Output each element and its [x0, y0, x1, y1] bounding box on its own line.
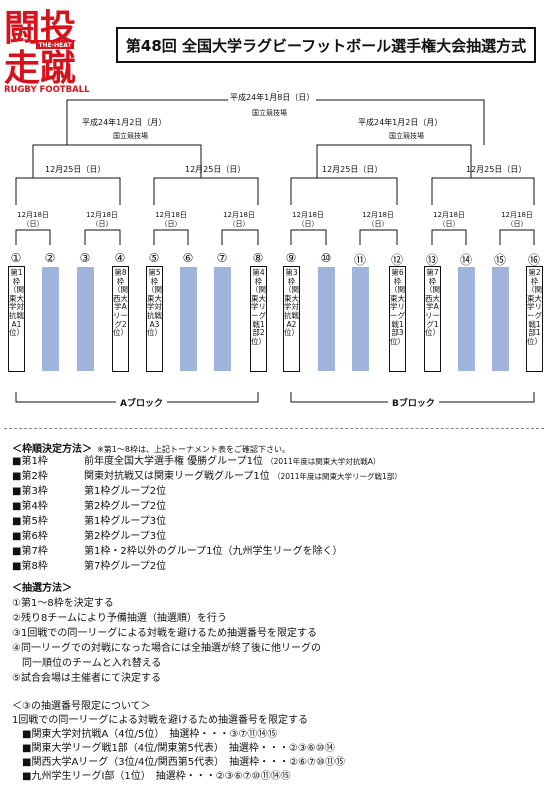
- limit-line: ■関東大学対抗戦A（4位/5位） 抽選枠・・・③⑦⑪⑭⑮: [22, 729, 278, 740]
- qf-date-4: 12月25日（日）: [466, 165, 527, 174]
- qf-date-2: 12月25日（日）: [185, 165, 246, 174]
- slot-number-13: ⑬: [425, 253, 438, 267]
- slot-box-13: 第7枠（関西大学Aリーグ1位）: [424, 266, 441, 372]
- r1-date-7: 12月18日（日）: [429, 211, 469, 229]
- waku-section: ＜枠順決定方法＞ ※第1～8枠は、上記トーナメント表をご確認下さい。 ■第1枠前…: [12, 440, 402, 574]
- waku-row: ■第1枠前年度全国大学選手権 優勝グループ1位 （2011年度は関東大学対抗戦A…: [12, 456, 381, 467]
- slot-text-5: 第5枠（関東大学対抗戦A3位）: [147, 268, 162, 338]
- slot-number-1: ①: [10, 251, 22, 265]
- r1-date-1: 12月18日（日）: [13, 211, 53, 229]
- slot-box-14: [458, 267, 475, 371]
- r1-date-6: 12月18日（日）: [358, 211, 398, 229]
- slot-box-11: [352, 267, 369, 371]
- logo-tag-text: THE-HEAT: [38, 42, 72, 49]
- waku-row: ■第5枠第1枠グループ3位: [12, 516, 167, 527]
- final-venue: 国立競技場: [252, 109, 287, 117]
- slot-number-2: ②: [44, 251, 56, 265]
- waku-note: ※第1～8枠は、上記トーナメント表をご確認下さい。: [97, 445, 290, 454]
- slot-box-15: [492, 267, 509, 371]
- method-line: ⑤試合会場は主催者にて決定する: [12, 673, 161, 684]
- page-title-text: 第48回 全国大学ラグビーフットボール選手権大会抽選方式: [125, 36, 527, 55]
- slot-number-3: ③: [79, 251, 91, 265]
- semi-date-b: 平成24年1月2日（月）: [358, 118, 443, 127]
- slot-box-9: 第3枠（関東大学対抗戦A2位）: [283, 266, 300, 372]
- method-line: ④同一リーグでの対戦になった場合には全抽選が終了後に他リーグの: [12, 643, 321, 654]
- limit-line: ■九州学生リーグⅠ部（1位） 抽選枠・・・②③⑥⑦⑩⑪⑭⑮: [22, 771, 291, 782]
- waku-heading: ＜枠順決定方法＞: [12, 444, 92, 455]
- method-line: 同一順位のチームと入れ替える: [12, 658, 162, 669]
- method-heading: ＜抽選方法＞: [12, 583, 72, 594]
- slot-text-4: 第8枠（関西大学Aリーグ2位）: [113, 268, 128, 338]
- slot-text-9: 第3枠（関東大学対抗戦A2位）: [284, 268, 299, 338]
- slot-number-8: ⑧: [252, 251, 264, 265]
- slot-box-3: [77, 267, 94, 371]
- qf-date-3: 12月25日（日）: [322, 165, 383, 174]
- page-title: 第48回 全国大学ラグビーフットボール選手権大会抽選方式: [116, 27, 536, 63]
- slot-text-1: 第1枠（関東大学対抗戦A1位）: [9, 268, 24, 338]
- limit-line: ■関西大学Aリーグ（3位/4位/関西第5代表） 抽選枠・・・②⑥⑦⑩⑪⑮: [22, 757, 345, 768]
- slot-number-4: ④: [114, 251, 126, 265]
- slot-box-5: 第5枠（関東大学対抗戦A3位）: [146, 266, 163, 372]
- slot-box-6: [180, 267, 197, 371]
- slot-number-16: ⑯: [527, 253, 540, 267]
- waku-row: ■第7枠第1枠・2枠以外のグループ1位（九州学生リーグを除く）: [12, 546, 343, 557]
- slot-box-12: 第6枠（関東大学リーグ戦1部3位）: [389, 266, 406, 372]
- logo-tag-box: [36, 40, 74, 49]
- logo-bottom-text: 走蹴: [4, 48, 76, 89]
- block-label-b: Bブロック: [388, 396, 439, 409]
- slot-box-1: 第1枠（関東大学対抗戦A1位）: [8, 266, 25, 372]
- block-label-a: Aブロック: [116, 396, 167, 409]
- slot-box-4: 第8枠（関西大学Aリーグ2位）: [112, 266, 129, 372]
- waku-row: ■第6枠第2枠グループ3位: [12, 531, 167, 542]
- slot-number-9: ⑨: [285, 251, 297, 265]
- slot-number-15: ⑮: [493, 253, 506, 267]
- limit-intro: 1回戦での同一リーグによる対戦を避けるため抽選番号を限定する: [12, 715, 309, 726]
- method-line: ③1回戦での同一リーグによる対戦を避けるため抽選番号を限定する: [12, 628, 318, 639]
- slot-number-12: ⑫: [390, 253, 403, 267]
- logo-sub-text: RUGBY FOOTBALL: [4, 85, 90, 94]
- limit-section: ＜③の抽選番号限定について＞ 1回戦での同一リーグによる対戦を避けるため抽選番号…: [12, 700, 345, 784]
- slot-number-7: ⑦: [216, 251, 228, 265]
- slot-text-8: 第4枠（関東大学リーグ戦1部2位）: [251, 268, 266, 346]
- slot-text-13: 第7枠（関西大学Aリーグ1位）: [425, 268, 440, 338]
- final-date: 平成24年1月8日（日）: [228, 92, 317, 103]
- r1-date-3: 12月18日（日）: [151, 211, 191, 229]
- slot-number-10: ⑩: [320, 251, 332, 265]
- section-divider: [4, 428, 544, 429]
- slot-number-11: ⑪: [353, 253, 366, 267]
- slot-text-12: 第6枠（関東大学リーグ戦1部3位）: [390, 268, 405, 346]
- waku-row: ■第2枠関東対抗戦又は関東リーグ戦グループ1位 （2011年度は関東大学リーグ戦…: [12, 471, 402, 482]
- r1-date-5: 12月18日（日）: [288, 211, 328, 229]
- waku-row: ■第8枠第7枠グループ2位: [12, 561, 167, 572]
- r1-date-4: 12月18日（日）: [219, 211, 259, 229]
- slot-box-7: [214, 267, 231, 371]
- method-line: ①第1～8枠を決定する: [12, 598, 114, 609]
- method-line: ②残り8チームにより予備抽選（抽選順）を行う: [12, 613, 227, 624]
- r1-date-2: 12月18日（日）: [82, 211, 122, 229]
- limit-line: ■関東大学リーグ戦1部（4位/関東第5代表） 抽選枠・・・②③⑥⑩⑭: [22, 743, 335, 754]
- waku-row: ■第3枠第1枠グループ2位: [12, 486, 167, 497]
- semi-venue-a: 国立競技場: [113, 132, 148, 140]
- method-section: ＜抽選方法＞ ①第1～8枠を決定する ②残り8チームにより予備抽選（抽選順）を行…: [12, 582, 321, 686]
- limit-heading: ＜③の抽選番号限定について＞: [12, 701, 151, 712]
- slot-box-8: 第4枠（関東大学リーグ戦1部2位）: [250, 266, 267, 372]
- logo: 闘投 THE-HEAT 走蹴 RUGBY FOOTBALL: [4, 8, 90, 94]
- slot-box-2: [42, 267, 59, 371]
- semi-date-a: 平成24年1月2日（月）: [82, 118, 167, 127]
- slot-box-10: [318, 267, 335, 371]
- qf-date-1: 12月25日（日）: [45, 165, 106, 174]
- slot-number-5: ⑤: [148, 251, 160, 265]
- slot-number-14: ⑭: [459, 253, 472, 267]
- slot-text-16: 第2枠（関東大学リーグ戦1部1位）: [527, 268, 542, 346]
- slot-number-6: ⑥: [182, 251, 194, 265]
- slot-box-16: 第2枠（関東大学リーグ戦1部1位）: [526, 266, 543, 372]
- r1-date-8: 12月18日（日）: [497, 211, 537, 229]
- waku-row: ■第4枠第2枠グループ2位: [12, 501, 167, 512]
- semi-venue-b: 国立競技場: [389, 132, 424, 140]
